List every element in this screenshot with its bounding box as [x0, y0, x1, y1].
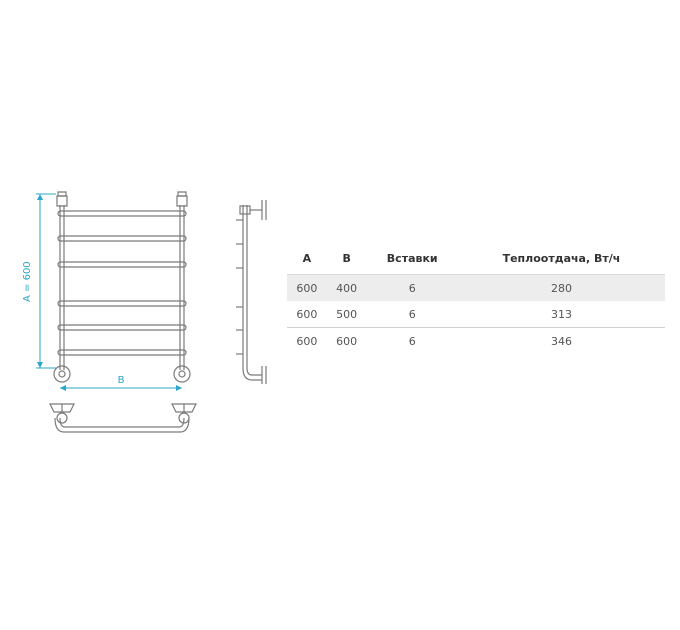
table-cell: 400 [326, 274, 367, 301]
table-cell: 600 [336, 334, 358, 348]
table-cell: 600 [296, 334, 318, 348]
specifications-table: A B Вставки Теплоотдача, Вт/ч 600 400 6 … [287, 242, 665, 354]
table-cell: 313 [457, 301, 665, 328]
header-a: A [302, 251, 312, 265]
table-header-row: A B Вставки Теплоотдача, Вт/ч [287, 242, 665, 275]
dimension-lines [36, 193, 182, 391]
header-heat-output: Теплоотдача, Вт/ч [502, 251, 621, 265]
table-cell: 500 [326, 301, 367, 328]
table-cell: 6 [408, 334, 416, 348]
table-row: 600 600 6 346 [287, 328, 665, 355]
table-cell: 6 [366, 301, 458, 328]
table-row: 600 500 6 313 [287, 301, 665, 328]
table-cell: 600 [287, 301, 327, 328]
height-dimension-label: A = 600 [22, 261, 33, 302]
top-view [49, 403, 197, 433]
side-view [236, 200, 267, 384]
header-inserts: Вставки [386, 251, 438, 265]
front-view [53, 191, 191, 383]
header-b: B [342, 251, 351, 265]
table-row: 600 400 6 280 [287, 274, 665, 301]
table-cell: 280 [457, 274, 665, 301]
table-cell: 600 [287, 274, 327, 301]
towel-rail-drawing: A = 600 B [22, 191, 267, 433]
width-dimension-label: B [118, 375, 125, 386]
table-cell: 6 [366, 274, 458, 301]
table-cell: 346 [550, 334, 572, 348]
